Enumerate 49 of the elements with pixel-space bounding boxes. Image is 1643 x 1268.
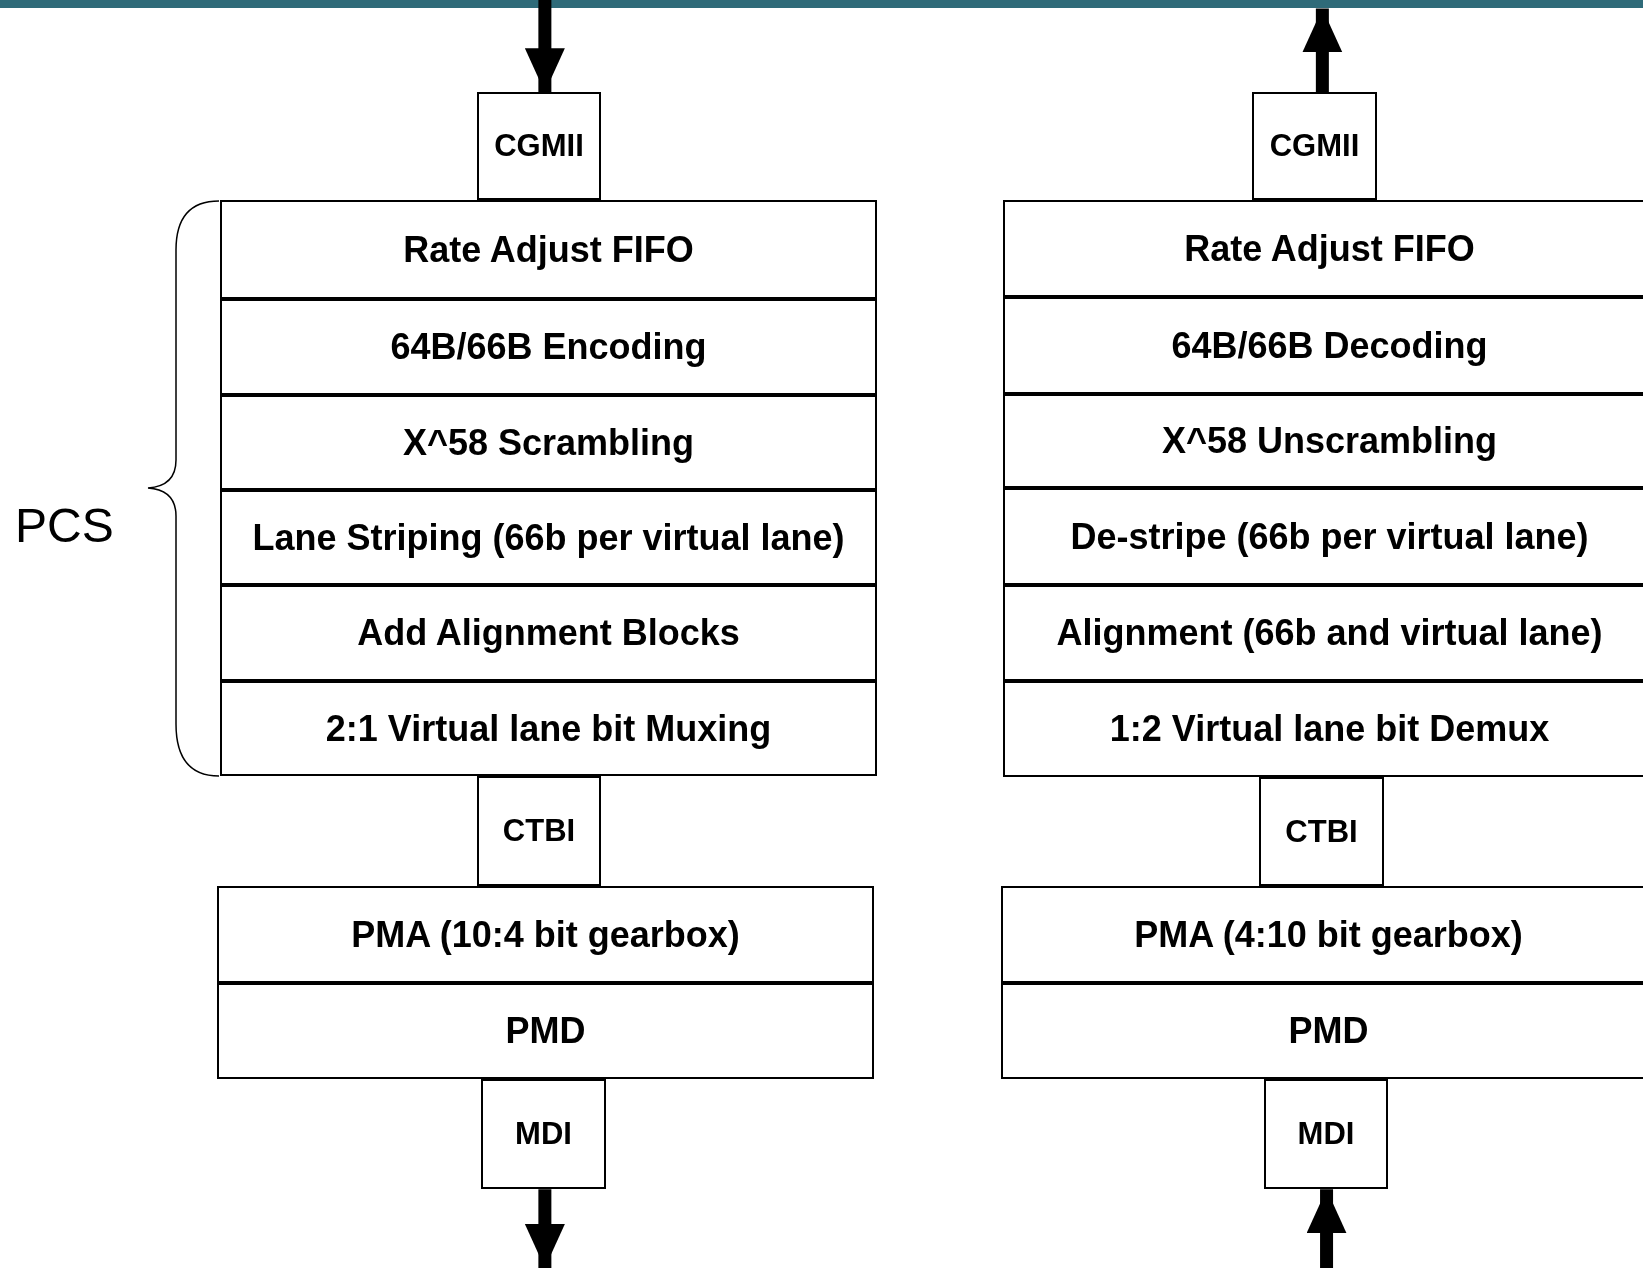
layer-name: Alignment (66b and virtual lane) (1056, 612, 1603, 654)
layer-box (481, 1079, 606, 1189)
layer-box (1003, 200, 1643, 297)
layer-box (1003, 394, 1643, 488)
layer-name: PMD (505, 1010, 586, 1052)
layer-box (1003, 297, 1643, 394)
layer-name: 64B/66B Encoding (390, 326, 707, 368)
layer-name: Rate Adjust FIFO (403, 228, 694, 271)
layer-box (220, 395, 877, 490)
layer-name: 64B/66B Decoding (1171, 324, 1488, 367)
layer-name: X^58 Unscrambling (1161, 420, 1498, 462)
layer-box (1003, 681, 1643, 777)
layer-name: PMD (1288, 1010, 1369, 1052)
layer-name: Lane Striping (66b per virtual lane) (252, 516, 845, 559)
layer-box (220, 585, 877, 681)
layer-group-label: PCS (15, 500, 114, 552)
layer-box (217, 983, 874, 1079)
layer-box (220, 299, 877, 395)
layer-name: De-stripe (66b per virtual lane) (1070, 515, 1589, 558)
layer-box (1001, 886, 1643, 983)
layer-name: X^58 Scrambling (402, 421, 695, 464)
layer-name: PMA (10:4 bit gearbox) (351, 913, 740, 956)
layer-box (220, 200, 877, 299)
layer-name: MDI (1297, 1116, 1355, 1152)
layer-box (477, 92, 601, 200)
layer-name: CGMII (1269, 128, 1360, 164)
layer-box (1252, 92, 1377, 200)
arrow (524, 0, 565, 93)
layer-name: MDI (515, 1116, 572, 1152)
layer-box (220, 490, 877, 585)
layer-box (477, 776, 601, 886)
layer-name: 2:1 Virtual lane bit Muxing (325, 707, 772, 750)
layer-name: Rate Adjust FIFO (1184, 227, 1475, 270)
layer-name: 1:2 Virtual lane bit Demux (1109, 708, 1550, 750)
layer-name: CTBI (502, 813, 576, 849)
layer-name: PMA (4:10 bit gearbox) (1134, 913, 1523, 956)
layer-box (1003, 488, 1643, 585)
layer-box (1001, 983, 1643, 1079)
layer-box (1259, 777, 1384, 886)
layer-box (1003, 585, 1643, 681)
layer-box (220, 681, 877, 776)
arrow (1302, 8, 1343, 93)
layer-name: CGMII (494, 128, 584, 164)
arrow (524, 1189, 565, 1268)
arrow (1306, 1189, 1347, 1268)
layer-name: Add Alignment Blocks (357, 612, 740, 654)
layer-name: CTBI (1285, 813, 1358, 850)
layer-box (1264, 1079, 1388, 1189)
layer-box (217, 886, 874, 983)
